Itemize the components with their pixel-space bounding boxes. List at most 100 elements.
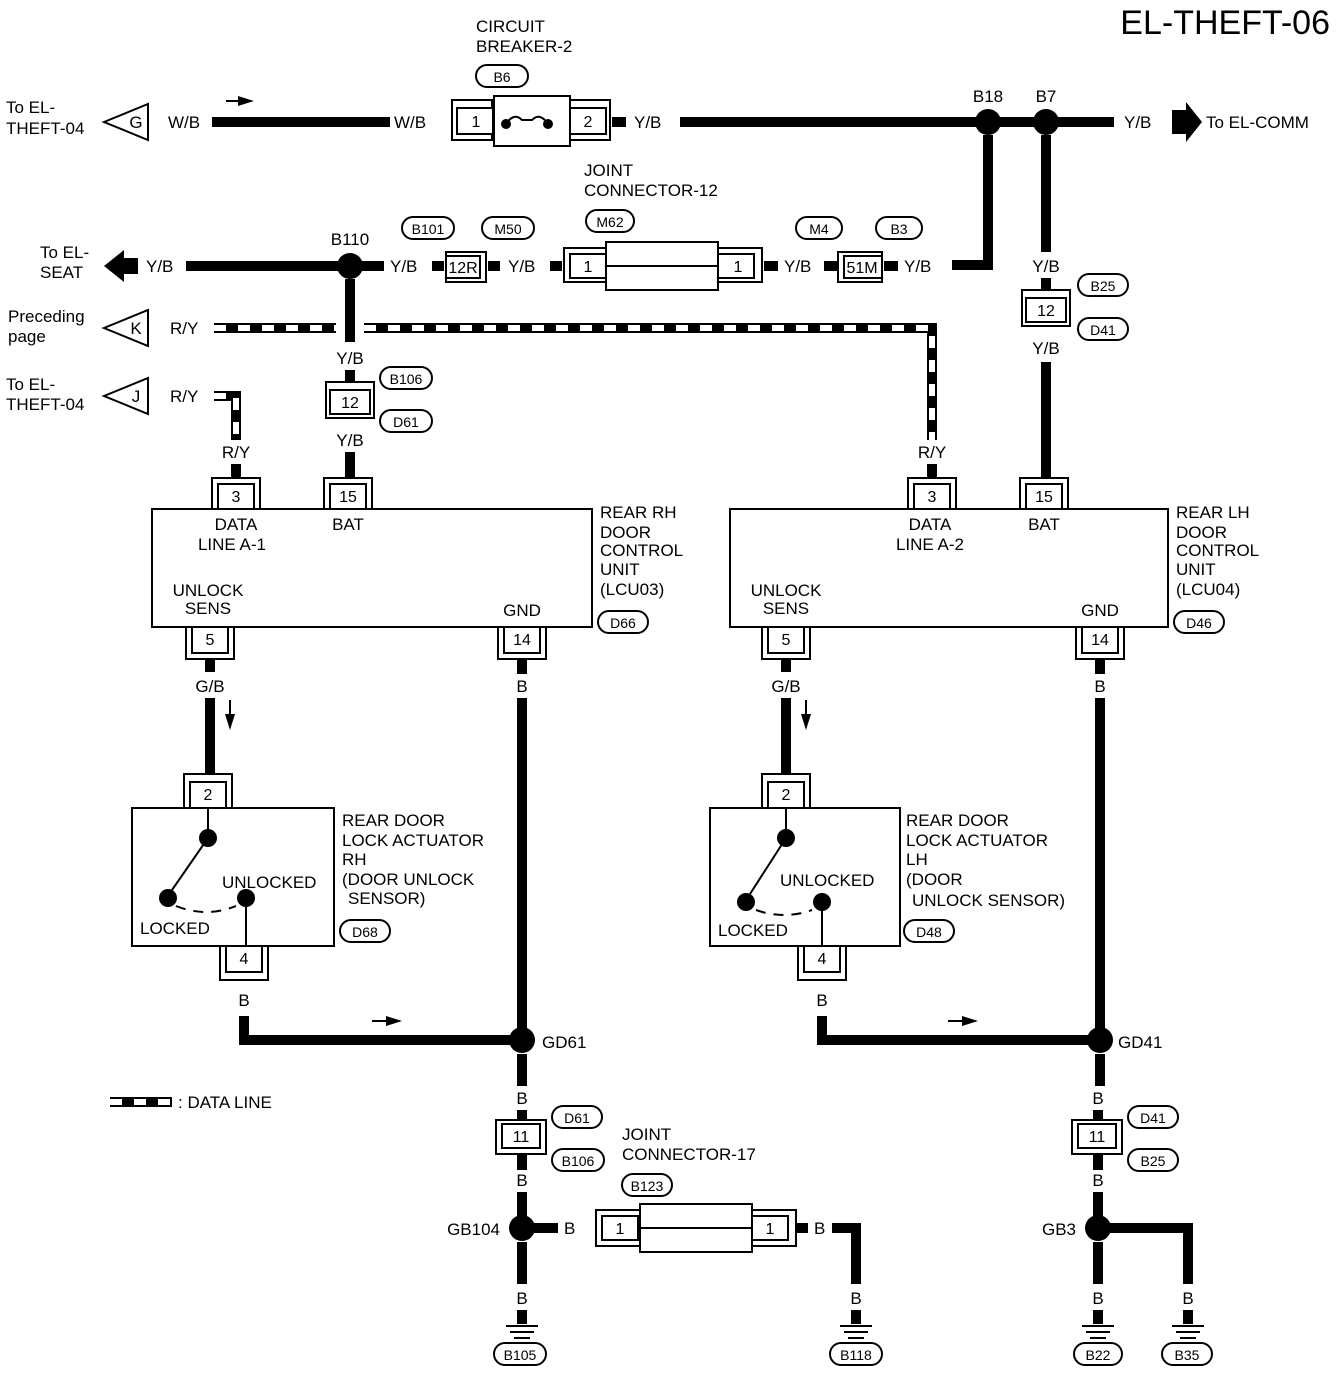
svg-text:LOCK ACTUATOR: LOCK ACTUATOR	[342, 831, 484, 850]
svg-text:D61: D61	[393, 414, 419, 430]
wire-color-yb-cb: Y/B	[634, 113, 661, 132]
wire-color-wb-left: W/B	[168, 113, 200, 132]
svg-text:UNLOCK: UNLOCK	[751, 581, 823, 600]
rear-door-lock-actuator-rh	[131, 807, 335, 947]
arrow-k-label: K	[130, 319, 142, 338]
svg-text:B101: B101	[412, 221, 445, 237]
svg-text:B6: B6	[493, 69, 510, 85]
arrow-j-label: J	[132, 387, 141, 406]
svg-text:UNIT: UNIT	[600, 560, 640, 579]
wire-color-b-b118: B	[850, 1289, 861, 1308]
wire-b-lh-act	[817, 1016, 1090, 1045]
tag-b25-top	[1077, 273, 1129, 297]
tag-d61-top	[379, 409, 433, 433]
wire-color-yb-b106: Y/B	[336, 349, 363, 368]
tag-d61-bottom	[551, 1105, 603, 1129]
wire-color-b-lh-act: B	[816, 991, 827, 1010]
svg-text:12: 12	[1037, 303, 1055, 320]
svg-text:B22: B22	[1086, 1347, 1111, 1363]
to-seat-label-2: SEAT	[40, 263, 83, 282]
splice-gd61	[509, 1027, 535, 1053]
wire-color-yb-rh-bat: Y/B	[336, 431, 363, 450]
svg-text:RH: RH	[342, 850, 367, 869]
splice-gd41	[1087, 1027, 1113, 1053]
svg-text:GND: GND	[503, 601, 541, 620]
svg-text:BAT: BAT	[1028, 515, 1060, 534]
wire-color-b-rh-gnd: B	[516, 677, 527, 696]
svg-text:4: 4	[240, 951, 249, 968]
svg-text:M4: M4	[809, 221, 829, 237]
svg-text:CONTROL: CONTROL	[600, 541, 683, 560]
to-theft04-j-label-2: THEFT-04	[6, 395, 84, 414]
tag-d66	[597, 610, 649, 634]
wire-b-b35	[1110, 1223, 1193, 1284]
wire-color-ry-k: R/Y	[170, 319, 198, 338]
svg-text:UNLOCK SENSOR): UNLOCK SENSOR)	[912, 891, 1065, 910]
svg-text:UNIT: UNIT	[1176, 560, 1216, 579]
wire-color-yb-b110: Y/B	[390, 257, 417, 276]
splice-gb3-label: GB3	[1042, 1220, 1076, 1239]
preceding-page-label-2: page	[8, 327, 46, 346]
svg-text:SENSOR): SENSOR)	[348, 889, 425, 908]
svg-text:3: 3	[232, 489, 241, 506]
tag-d46	[1173, 610, 1225, 634]
svg-text:LH: LH	[906, 850, 928, 869]
svg-text:B35: B35	[1175, 1347, 1200, 1363]
wire-b18-down	[952, 135, 993, 270]
to-theft04-label: To EL-	[6, 98, 55, 117]
diagram-title: EL-THEFT-06	[1120, 4, 1330, 42]
circuit-breaker-label: CIRCUIT	[476, 17, 545, 36]
ground-symbol-b118	[840, 1325, 872, 1339]
tag-b106-top	[379, 366, 433, 390]
svg-text:1: 1	[472, 114, 481, 131]
svg-text:12R: 12R	[448, 260, 477, 277]
tag-b106-bottom	[551, 1148, 605, 1172]
svg-text:B118: B118	[840, 1347, 872, 1363]
splice-b7-label: B7	[1036, 87, 1057, 106]
splice-b18-label: B18	[973, 87, 1003, 106]
rear-door-lock-actuator-lh	[709, 807, 901, 947]
svg-text:D41: D41	[1090, 322, 1116, 338]
svg-text:14: 14	[1091, 632, 1109, 649]
svg-text:REAR LH: REAR LH	[1176, 503, 1250, 522]
ground-symbol-b105	[506, 1325, 538, 1339]
wire-color-wb-right: W/B	[394, 113, 426, 132]
svg-text:M62: M62	[596, 214, 623, 230]
svg-text:2: 2	[782, 787, 791, 804]
wire-color-b-rh-act: B	[238, 991, 249, 1010]
arrow-to-comm	[1172, 102, 1202, 142]
wire-color-gb-rh: G/B	[195, 677, 224, 696]
wire-color-yb-b7: Y/B	[1032, 257, 1059, 276]
joint-connector-12-label-2: CONNECTOR-12	[584, 181, 718, 200]
ground-symbol-b22	[1082, 1325, 1114, 1339]
svg-text:LOCK ACTUATOR: LOCK ACTUATOR	[906, 831, 1048, 850]
svg-text:D66: D66	[610, 615, 636, 631]
connector-arrow-g: G	[101, 102, 149, 142]
svg-text:M50: M50	[494, 221, 521, 237]
svg-text:B123: B123	[631, 1178, 664, 1194]
splice-gb3	[1085, 1215, 1111, 1241]
tag-b35	[1161, 1342, 1213, 1366]
svg-text:LOCKED: LOCKED	[718, 921, 788, 940]
preceding-page-label: Preceding	[8, 307, 85, 326]
ground-symbol-b35	[1172, 1325, 1204, 1339]
svg-text:1: 1	[616, 1221, 625, 1238]
wire-color-b-gb3: B	[1092, 1171, 1103, 1190]
svg-text:UNLOCK: UNLOCK	[173, 581, 245, 600]
svg-text:4: 4	[818, 951, 827, 968]
to-seat-label: To EL-	[40, 243, 89, 262]
wire-color-yb-m50: Y/B	[508, 257, 535, 276]
svg-text:LINE A-1: LINE A-1	[198, 535, 266, 554]
flow-arrow	[238, 96, 254, 106]
wire-color-b-b35: B	[1182, 1289, 1193, 1308]
wire-color-ry-lh: R/Y	[918, 443, 946, 462]
splice-gd61-label: GD61	[542, 1033, 586, 1052]
svg-text:DOOR: DOOR	[600, 523, 651, 542]
data-line-legend: : DATA LINE	[110, 1093, 272, 1112]
arrow-to-seat	[104, 250, 138, 282]
to-theft04-label-2: THEFT-04	[6, 119, 84, 138]
svg-text:(DOOR UNLOCK: (DOOR UNLOCK	[342, 870, 475, 889]
rear-rh-door-control-unit	[151, 508, 593, 628]
svg-text:DATA: DATA	[215, 515, 258, 534]
